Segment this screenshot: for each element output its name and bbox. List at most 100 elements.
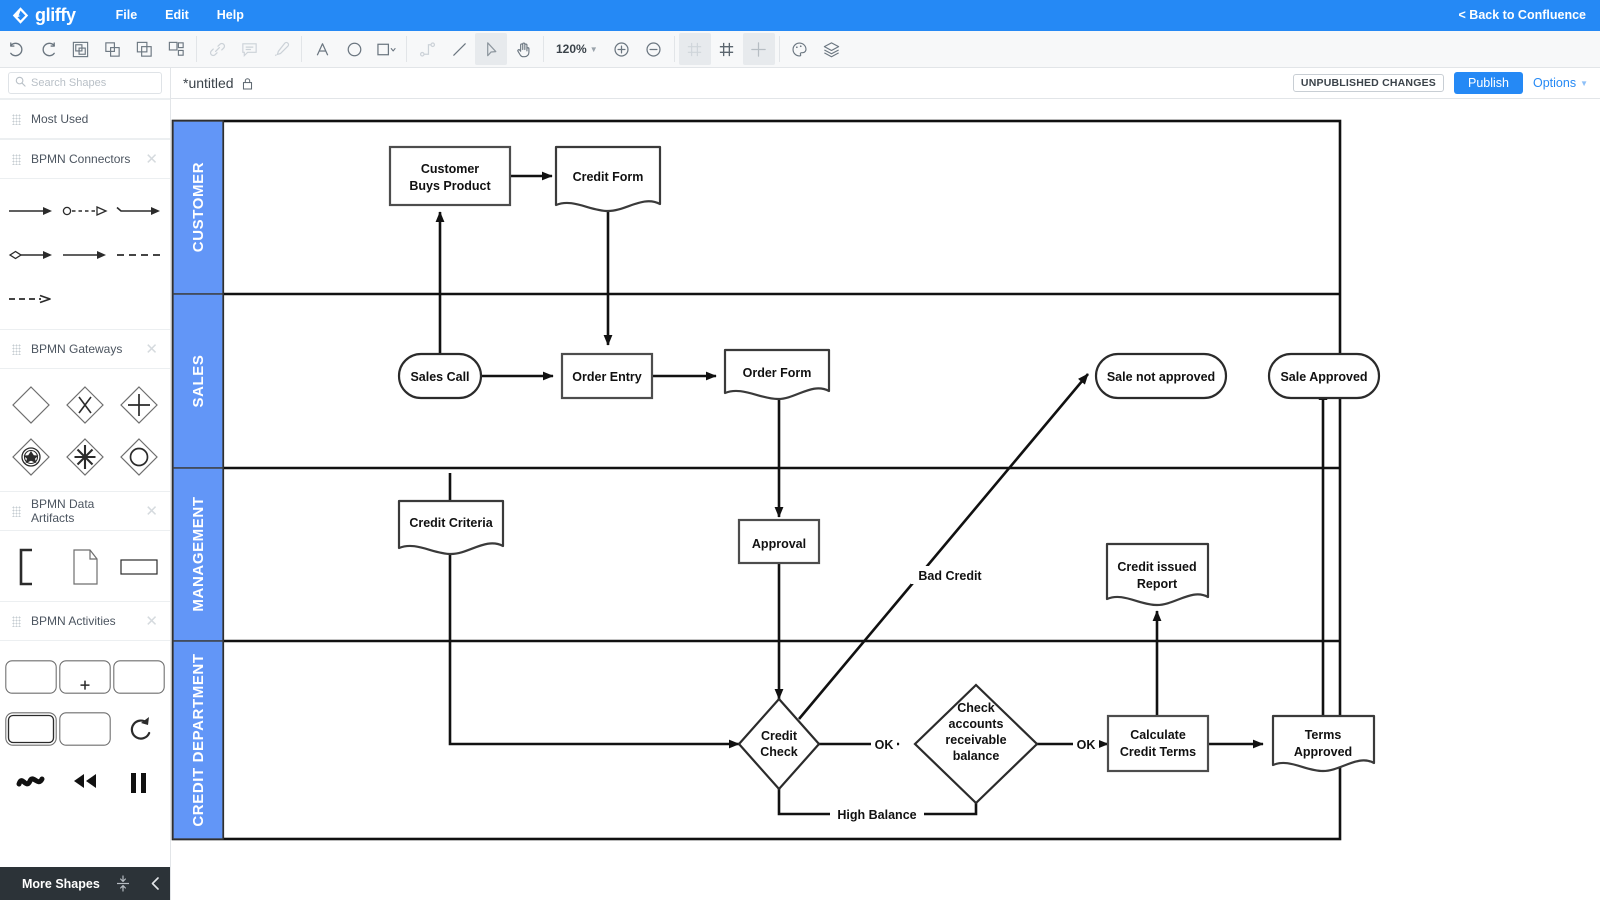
node-sale-approved[interactable]: Sale Approved — [1267, 352, 1381, 400]
back-to-confluence-link[interactable]: < Back to Confluence — [1458, 8, 1586, 22]
edge-bad-credit[interactable] — [798, 373, 1089, 720]
chevron-left-icon[interactable] — [139, 867, 170, 900]
shape-task-plain[interactable] — [4, 651, 58, 703]
group-icon[interactable] — [64, 33, 96, 65]
shape-gateway-parallel[interactable] — [112, 379, 166, 431]
grid-icon[interactable] — [711, 33, 743, 65]
node-credit-issued-report[interactable]: Credit issued Report — [1105, 542, 1210, 607]
rectangle-icon[interactable] — [370, 33, 402, 65]
menu-edit[interactable]: Edit — [165, 8, 189, 22]
elbow-connector-icon[interactable] — [411, 33, 443, 65]
node-label-line2: Report — [1137, 577, 1178, 591]
layers-icon[interactable] — [816, 33, 848, 65]
duplicate-icon[interactable] — [128, 33, 160, 65]
node-credit-check[interactable]: Credit Check — [737, 697, 821, 791]
node-credit-form[interactable]: Credit Form — [554, 145, 662, 213]
lane-header-credit-department[interactable]: CREDIT DEPARTMENT — [172, 640, 224, 840]
edge-credit-criteria-to-credit-check[interactable] — [448, 473, 740, 749]
drag-grip-icon — [12, 505, 21, 517]
shape-gateway-inclusive[interactable] — [112, 431, 166, 483]
link-icon[interactable] — [201, 33, 233, 65]
shape-parallel-marker[interactable] — [112, 755, 166, 807]
pointer-icon[interactable] — [475, 33, 507, 65]
node-terms-approved[interactable]: Terms Approved — [1271, 714, 1376, 773]
shape-gateway-plain[interactable] — [4, 379, 58, 431]
section-header-bpmn-activities[interactable]: BPMN Activities ✕ — [0, 601, 170, 641]
shape-dashed-arrow[interactable] — [4, 277, 58, 321]
node-credit-criteria[interactable]: Credit Criteria — [397, 499, 505, 556]
shape-data-store-rect[interactable] — [112, 541, 166, 593]
shape-ad-hoc-marker[interactable] — [4, 755, 58, 807]
shape-task-subprocess[interactable] — [58, 651, 112, 703]
section-header-bpmn-connectors[interactable]: BPMN Connectors ✕ — [0, 139, 170, 179]
close-icon[interactable]: ✕ — [145, 340, 158, 358]
edge-label-bad-credit: Bad Credit — [918, 569, 982, 583]
collapse-expand-icon[interactable] — [107, 867, 139, 900]
document-title[interactable]: *untitled — [183, 75, 234, 91]
undo-icon[interactable] — [0, 33, 32, 65]
node-label: Sales Call — [410, 370, 469, 384]
copy-icon[interactable] — [96, 33, 128, 65]
section-title: BPMN Data Artifacts — [31, 497, 95, 525]
shape-gateway-event-based[interactable] — [4, 431, 58, 483]
shape-task-call-activity[interactable] — [4, 703, 58, 755]
zoom-in-icon[interactable] — [606, 33, 638, 65]
shape-arrow-solid[interactable] — [4, 189, 58, 233]
snap-grid-icon[interactable] — [678, 33, 711, 65]
section-header-most-used[interactable]: Most Used — [0, 99, 170, 139]
edge-labels: Bad Credit OK OK High Balance — [830, 566, 1099, 823]
arrange-icon[interactable] — [160, 33, 192, 65]
lock-icon[interactable] — [242, 77, 253, 90]
zoom-level-selector[interactable]: 120% ▼ — [548, 42, 606, 56]
shape-message-dashed-arrow[interactable] — [58, 189, 112, 233]
close-icon[interactable]: ✕ — [145, 150, 158, 168]
node-sale-not-approved[interactable]: Sale not approved — [1094, 352, 1228, 400]
guides-icon[interactable] — [742, 33, 775, 65]
diagram-canvas[interactable]: CUSTOMER SALES MANAGEMENT CREDIT DEPARTM… — [171, 99, 1600, 900]
close-icon[interactable]: ✕ — [145, 612, 158, 630]
close-icon[interactable]: ✕ — [145, 502, 158, 520]
ellipse-icon[interactable] — [338, 33, 370, 65]
search-input[interactable] — [31, 77, 155, 89]
hand-icon[interactable] — [507, 33, 539, 65]
shape-arrow-tail-solid[interactable] — [112, 189, 166, 233]
line-connector-icon[interactable] — [443, 33, 475, 65]
section-header-bpmn-gateways[interactable]: BPMN Gateways ✕ — [0, 329, 170, 369]
shape-loop-marker[interactable] — [112, 703, 166, 755]
node-approval[interactable]: Approval — [737, 518, 821, 565]
shape-task-rounded[interactable] — [112, 651, 166, 703]
shape-data-bracket[interactable] — [4, 541, 58, 593]
shape-gateway-exclusive[interactable] — [58, 379, 112, 431]
publish-button[interactable]: Publish — [1453, 72, 1523, 94]
theme-icon[interactable] — [784, 33, 816, 65]
node-calculate-credit-terms[interactable]: Calculate Credit Terms — [1106, 714, 1210, 773]
edge-label-ok-2: OK — [1077, 738, 1096, 752]
shape-compensation-marker[interactable] — [58, 755, 112, 807]
node-order-entry[interactable]: Order Entry — [560, 352, 654, 400]
eyedropper-icon[interactable] — [265, 33, 297, 65]
node-check-accounts-receivable-balance[interactable]: Check accounts receivable balance — [913, 683, 1039, 805]
menu-file[interactable]: File — [115, 8, 138, 22]
lane-header-customer[interactable]: CUSTOMER — [172, 120, 224, 295]
section-header-bpmn-data-artifacts[interactable]: BPMN Data Artifacts ✕ — [0, 491, 170, 531]
shape-diamond-arrow[interactable] — [4, 233, 58, 277]
options-menu[interactable]: Options ▼ — [1533, 76, 1588, 90]
lane-header-management[interactable]: MANAGEMENT — [172, 467, 224, 642]
redo-icon[interactable] — [32, 33, 64, 65]
shape-gateway-complex[interactable] — [58, 431, 112, 483]
shape-task-rounded-2[interactable] — [58, 703, 112, 755]
shape-arrow-solid-2[interactable] — [58, 233, 112, 277]
node-customer-buys-product[interactable]: Customer Buys Product — [388, 145, 512, 207]
shape-data-object[interactable] — [58, 541, 112, 593]
comment-icon[interactable] — [233, 33, 265, 65]
node-sales-call[interactable]: Sales Call — [397, 352, 483, 400]
zoom-out-icon[interactable] — [638, 33, 670, 65]
more-shapes-label[interactable]: More Shapes — [22, 876, 100, 891]
search-shapes-box[interactable] — [8, 72, 162, 94]
shape-dashed-line[interactable] — [112, 233, 166, 277]
node-order-form[interactable]: Order Form — [723, 348, 831, 401]
menu-help[interactable]: Help — [216, 8, 244, 22]
search-icon — [15, 74, 26, 92]
text-icon[interactable] — [306, 33, 338, 65]
lane-header-sales[interactable]: SALES — [172, 293, 224, 469]
